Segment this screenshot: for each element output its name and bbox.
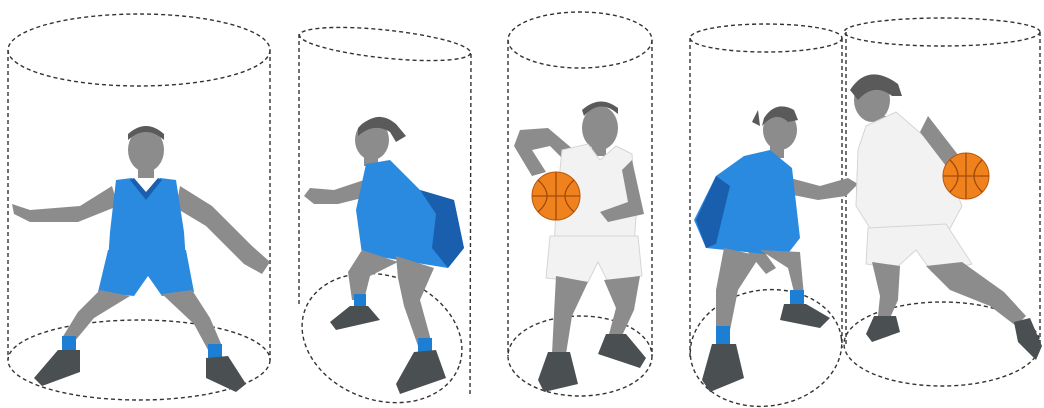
ball-handler-contact-figure [850, 74, 1042, 360]
basketball-icon [943, 153, 989, 199]
panel-3 [508, 12, 652, 396]
defender-front-figure [12, 126, 270, 392]
panel-2 [284, 21, 481, 408]
panel-1 [8, 14, 270, 400]
panel-4 [683, 18, 1042, 408]
basketball-icon [532, 172, 580, 220]
defender-contact-figure [694, 106, 858, 392]
ball-handler-figure [514, 101, 646, 392]
defender-side-figure [304, 117, 464, 394]
